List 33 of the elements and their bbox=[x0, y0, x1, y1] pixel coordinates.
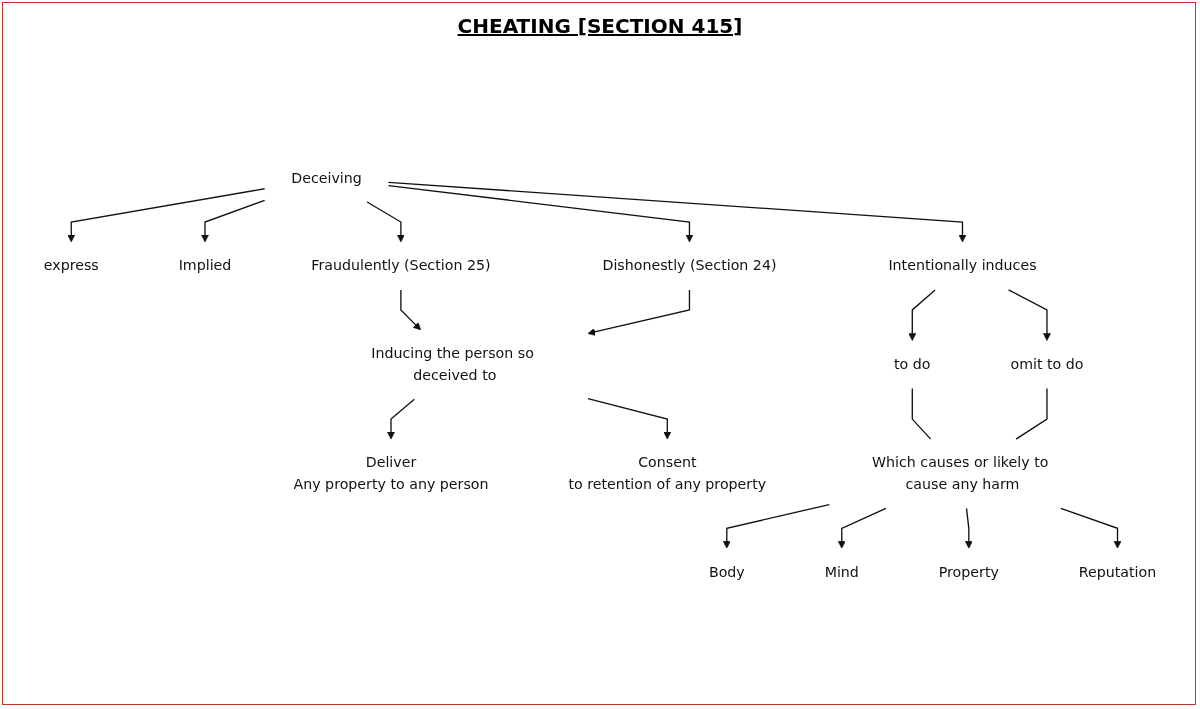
node-text: Reputation bbox=[1078, 563, 1157, 581]
node-text: Which causes or likely to cause any harm bbox=[872, 454, 1049, 493]
node-text: Consent to retention of any property bbox=[568, 454, 767, 493]
arrow bbox=[587, 397, 672, 440]
diagram-title: CHEATING [SECTION 415] bbox=[456, 14, 744, 38]
arrow bbox=[387, 398, 415, 440]
node-text: Deceiving bbox=[291, 169, 362, 186]
arrow bbox=[400, 289, 421, 331]
arrow bbox=[387, 184, 694, 243]
arrow bbox=[67, 187, 266, 243]
node-text: omit to do bbox=[1010, 355, 1084, 373]
node-text: express bbox=[43, 256, 99, 274]
arrow bbox=[1060, 507, 1122, 549]
node-text: Fraudulently (Section 25) bbox=[311, 256, 491, 274]
arrow bbox=[201, 199, 266, 243]
node-text: Intentionally induces bbox=[888, 256, 1037, 274]
node-text: Property bbox=[938, 563, 999, 581]
arrow bbox=[366, 201, 405, 243]
node-text: Dishonestly (Section 24) bbox=[602, 256, 777, 274]
node-text: Inducing the person so deceived to bbox=[371, 344, 534, 383]
node-text: Deliver Any property to any person bbox=[293, 454, 489, 493]
node-text: Mind bbox=[824, 563, 859, 581]
arrow bbox=[908, 289, 936, 341]
connector bbox=[911, 387, 932, 440]
arrow bbox=[1007, 289, 1051, 341]
arrow bbox=[964, 507, 973, 549]
arrow bbox=[587, 289, 691, 336]
node-text: to do bbox=[894, 355, 931, 373]
node-text: Body bbox=[708, 563, 745, 581]
node-text: Implied bbox=[178, 256, 232, 274]
arrow bbox=[722, 503, 830, 549]
arrow bbox=[837, 507, 887, 549]
arrow bbox=[387, 181, 967, 243]
